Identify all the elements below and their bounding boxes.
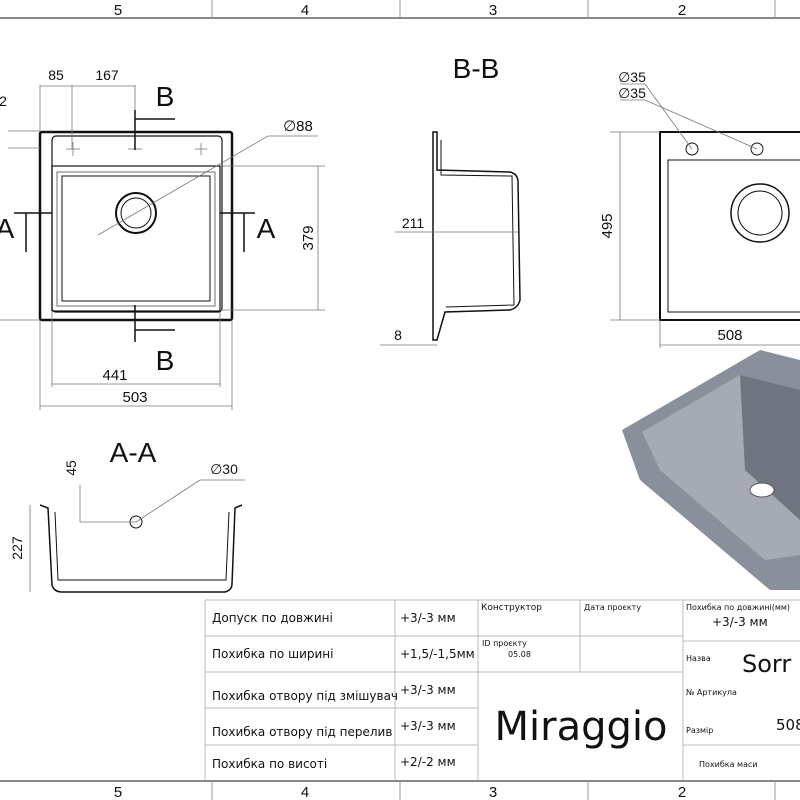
section-a-a: A-A 45 227 ∅30 — [9, 437, 245, 593]
length-tol-value: +3/-3 мм — [712, 615, 768, 629]
dim-211: 211 — [402, 215, 425, 231]
mass-tol-label: Похибка маси — [699, 760, 758, 769]
zone-label: 3 — [489, 784, 497, 800]
product-name: Sorr — [742, 650, 791, 678]
brand-logo: Miraggio — [495, 704, 668, 750]
section-label-a: A — [0, 213, 15, 244]
tolerance-label: Допуск по довжині — [212, 611, 333, 625]
date-label: Дата проєкту — [584, 603, 641, 612]
tolerance-value: +2/-2 мм — [400, 755, 456, 769]
dim-88: ∅88 — [283, 118, 313, 135]
section-label-b: B — [156, 81, 175, 112]
dim-508: 508 — [717, 327, 742, 344]
dim-35: ∅35 — [618, 85, 646, 101]
section-title: B-B — [453, 53, 500, 84]
tolerance-value: +3/-3 мм — [400, 683, 456, 697]
project-id-value: 05.08 — [508, 650, 531, 659]
zone-label: 2 — [678, 784, 686, 800]
dim-45: 45 — [63, 460, 79, 476]
designer-label: Конструктор — [481, 603, 542, 613]
top-view: 85 167 2 ∅88 379 441 503 B B A A — [0, 67, 325, 410]
project-id-label: ID проєкту — [482, 639, 527, 648]
zone-label: 5 — [114, 2, 122, 19]
title-block: Допуск по довжині Похибка по ширині Похи… — [204, 599, 800, 780]
dim-167: 167 — [95, 67, 119, 83]
dim-495: 495 — [599, 213, 616, 238]
tolerance-label: Похибка отвору під перелив — [212, 725, 392, 739]
dim-cut: 2 — [0, 93, 7, 109]
size-value: 508 — [776, 716, 800, 734]
dim-30: ∅30 — [210, 461, 238, 477]
side-view: ∅35 ∅35 495 508 — [599, 69, 800, 348]
article-label: № Артикула — [686, 688, 737, 697]
dim-8: 8 — [394, 327, 402, 343]
tolerance-value: +3/-3 мм — [400, 719, 456, 733]
dim-227: 227 — [9, 536, 25, 560]
section-label-a: A — [257, 213, 276, 244]
tolerance-label: Похибка по висоті — [212, 757, 327, 771]
sink-render — [622, 350, 800, 590]
section-label-b: B — [156, 345, 175, 376]
zone-label: 2 — [678, 2, 686, 19]
dim-441: 441 — [102, 367, 127, 384]
zone-label: 4 — [301, 784, 309, 800]
zone-label: 4 — [301, 2, 309, 19]
tolerance-label: Похибка отвору під змішувач — [212, 689, 398, 703]
zone-label: 3 — [489, 2, 497, 19]
tolerance-value: +3/-3 мм — [400, 611, 456, 625]
tolerance-value: +1,5/-1,5мм — [400, 647, 475, 661]
size-label: Размір — [686, 726, 713, 735]
tolerance-label: Похибка по ширині — [212, 647, 333, 661]
name-label: Назва — [686, 654, 711, 663]
dim-379: 379 — [300, 225, 317, 250]
section-b-b: B-B 211 8 — [380, 53, 521, 346]
dim-35: ∅35 — [618, 69, 646, 85]
zone-label: 5 — [114, 784, 122, 800]
length-tol-label: Похибка по довжині(мм) — [686, 603, 790, 612]
section-title: A-A — [110, 437, 157, 468]
dim-503: 503 — [122, 389, 147, 406]
dim-85: 85 — [48, 67, 64, 83]
